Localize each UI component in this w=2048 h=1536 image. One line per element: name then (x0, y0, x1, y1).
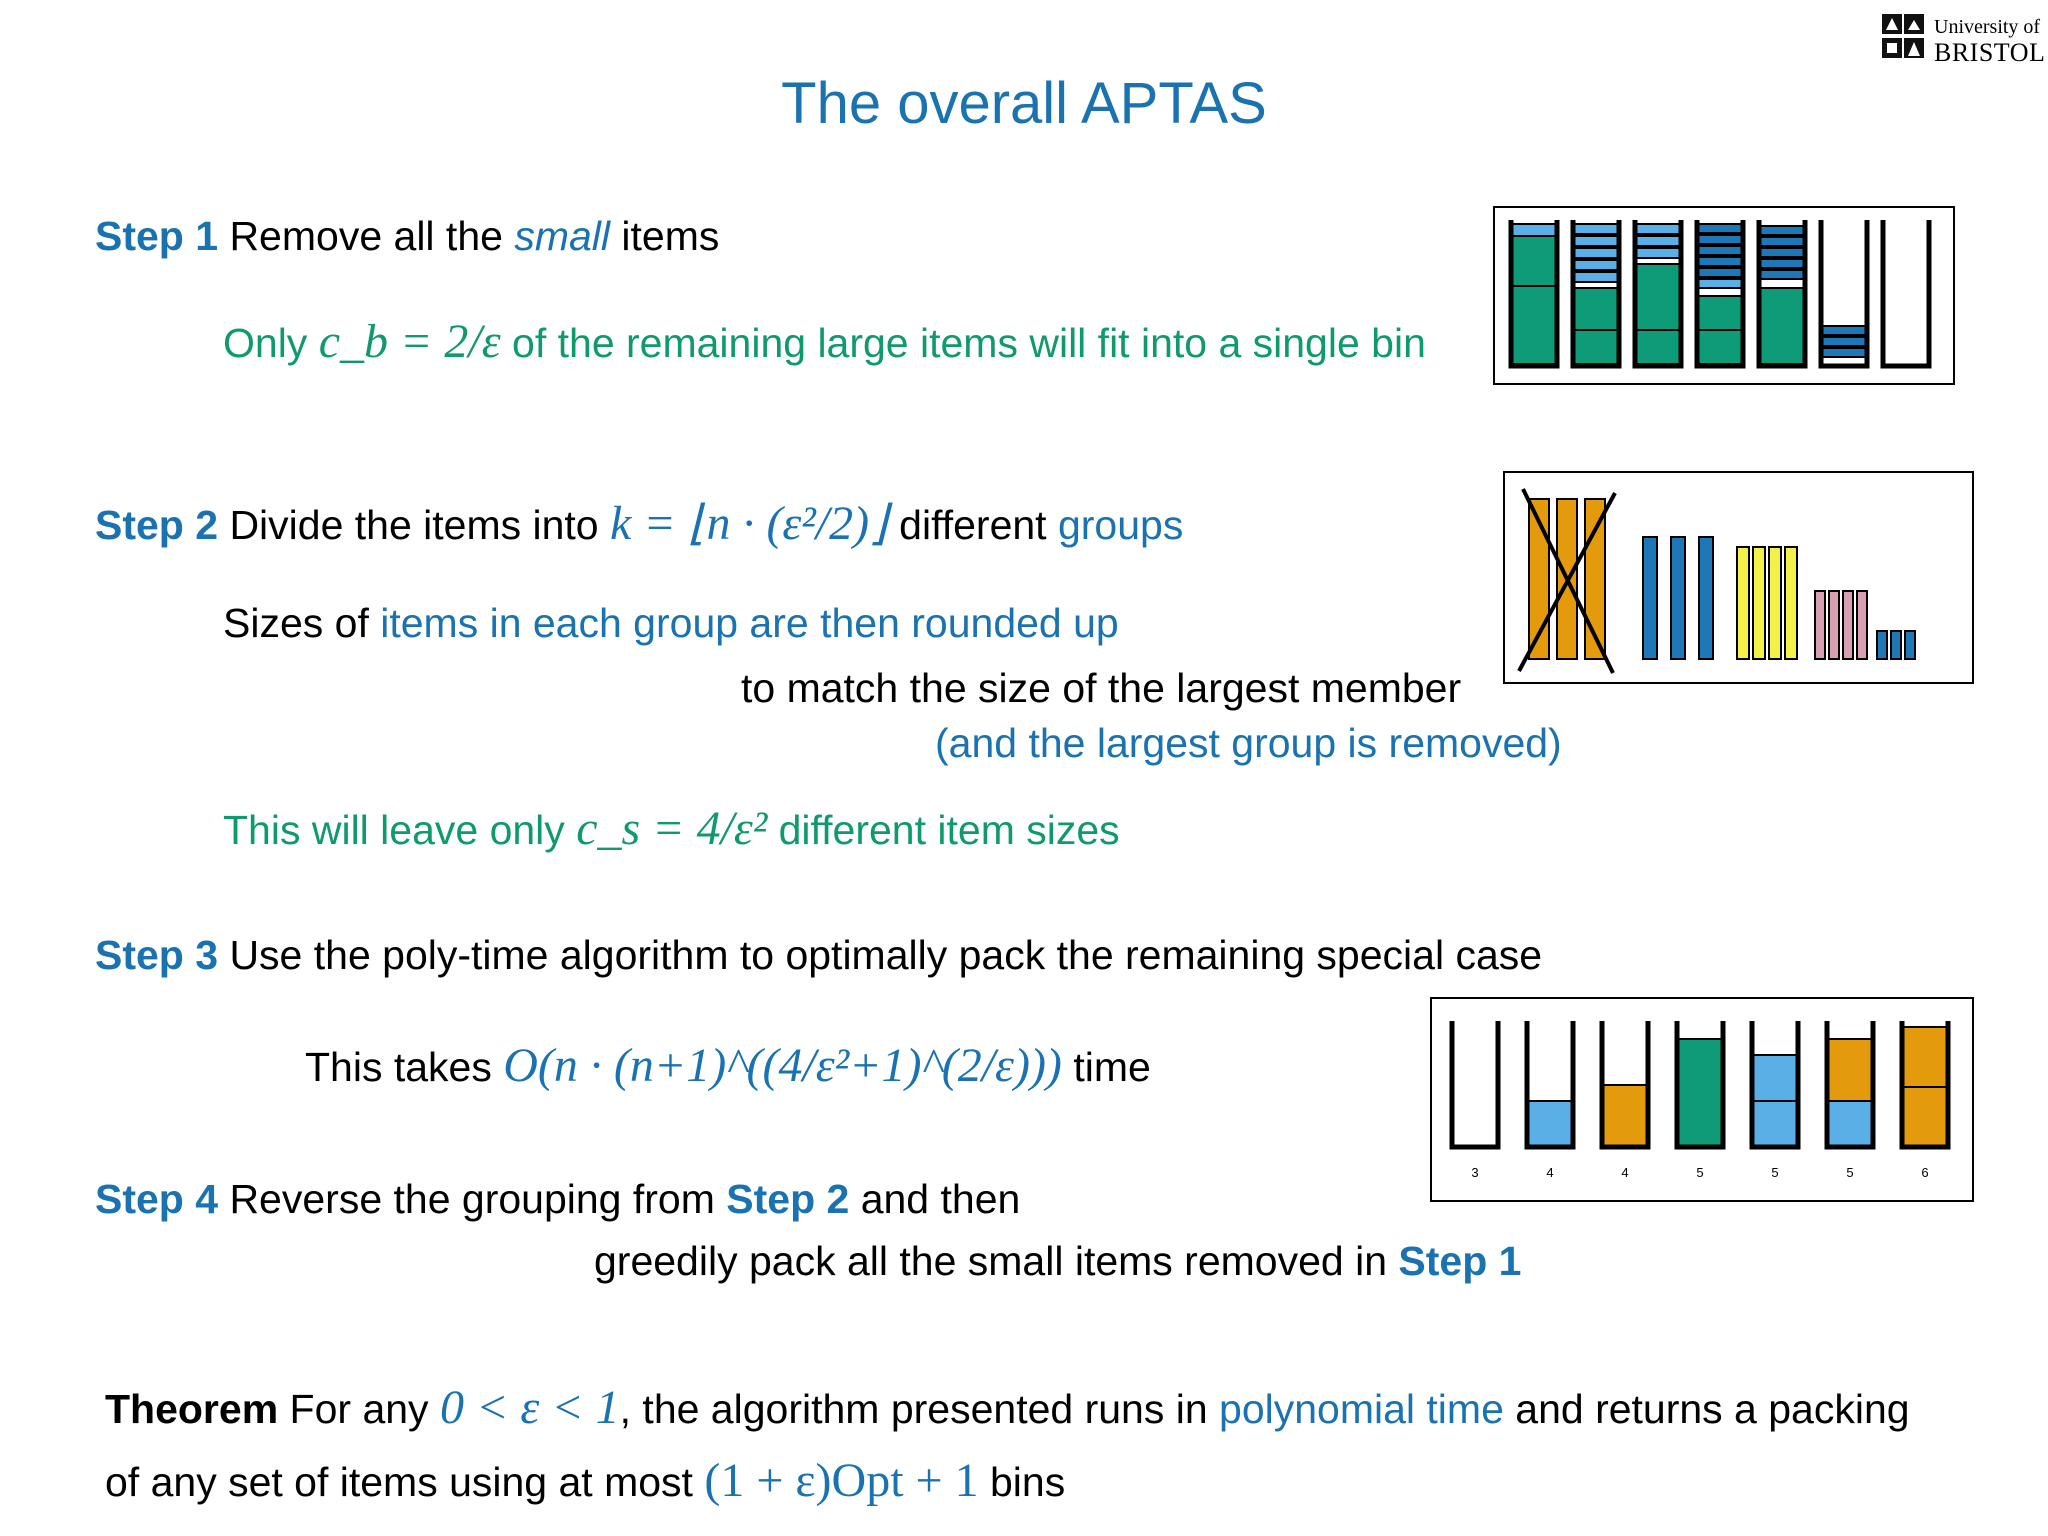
packed-bin-1 (1449, 1021, 1501, 1150)
theorem-line2: of any set of items using at most (1 + ε… (105, 1457, 1065, 1505)
step2-sizes: Sizes of items in each group are then ro… (223, 603, 1119, 644)
step2-removed: (and the largest group is removed) (935, 720, 1562, 766)
theorem-d: of any set of items using at most (105, 1459, 705, 1505)
bin-6 (1818, 220, 1870, 369)
k-formula: k = ⌊n · (ε²/2)⌋ (610, 497, 888, 550)
bin-1 (1508, 220, 1560, 369)
step1-line: Step 1 Remove all the small items (95, 216, 719, 257)
step4-text-a: Reverse the grouping from (229, 1176, 727, 1222)
bin-label-2: 4 (1546, 1165, 1553, 1180)
bin-label-5: 5 (1771, 1165, 1778, 1180)
step2-text-b: different (887, 502, 1058, 548)
university-logo: University of BRISTOL (1880, 12, 2048, 68)
bin-label-3: 4 (1621, 1165, 1628, 1180)
cs-formula: c_s = 4/ε² (576, 802, 768, 855)
step2-label: Step 2 (95, 502, 219, 548)
step1-note-b: of the remaining large items will fit in… (500, 320, 1426, 366)
step3-takes: This takes O(n · (n+1)^((4/ε²+1)^(2/ε)))… (305, 1042, 1151, 1090)
bound-formula: (1 + ε)Opt + 1 (704, 1454, 979, 1507)
sizes-b: items in each group are then rounded up (380, 600, 1119, 646)
groups-emphasis: groups (1057, 502, 1184, 548)
step4-text-b: and then (849, 1176, 1021, 1222)
bin-label-4: 5 (1696, 1165, 1703, 1180)
group-yellow (1736, 546, 1798, 660)
step2-ref: Step 2 (726, 1176, 850, 1222)
step4-line2-text: greedily pack all the small items remove… (594, 1238, 1399, 1284)
bin-label-6: 5 (1846, 1165, 1853, 1180)
step4-label: Step 4 (95, 1176, 219, 1222)
bin-7 (1880, 220, 1932, 369)
theorem-c: and returns a packing (1503, 1386, 1910, 1432)
packed-bin-6 (1824, 1021, 1876, 1150)
theorem-b: , the algorithm presented runs in (619, 1386, 1220, 1432)
theorem-e: bins (978, 1459, 1066, 1505)
step3-label: Step 3 (95, 932, 219, 978)
bin-5 (1756, 220, 1808, 369)
step2-text-a: Divide the items into (229, 502, 611, 548)
step1-ref: Step 1 (1398, 1238, 1522, 1284)
step4-line2: greedily pack all the small items remove… (594, 1241, 1521, 1282)
packed-bin-5 (1749, 1021, 1801, 1150)
leave-a: This will leave only (223, 807, 577, 853)
group-orange (1517, 488, 1617, 674)
figure-optimal-packing: 3 4 4 5 5 5 6 (1430, 997, 1974, 1202)
step1-note: Only c_b = 2/ε of the remaining large it… (223, 318, 1426, 366)
step2-leave: This will leave only c_s = 4/ε² differen… (223, 805, 1120, 853)
packed-bin-3 (1599, 1021, 1651, 1150)
group-small-blue (1876, 630, 1916, 660)
step1-label: Step 1 (95, 213, 219, 259)
logo-line2: BRISTOL (1934, 38, 2046, 67)
figure-bins-large-items (1493, 206, 1955, 385)
bin-2 (1570, 220, 1622, 369)
group-blue (1642, 536, 1714, 660)
small-emphasis: small (514, 213, 610, 259)
step3-text: Use the poly-time algorithm to optimally… (229, 932, 1543, 978)
logo-line1: University of (1934, 16, 2041, 38)
step1-text-b: items (610, 213, 720, 259)
bin-4 (1694, 220, 1746, 369)
cb-formula: c_b = 2/ε (318, 315, 501, 368)
step3-line: Step 3 Use the poly-time algorithm to op… (95, 935, 1542, 976)
polynomial-time: polynomial time (1219, 1386, 1504, 1432)
step4-line: Step 4 Reverse the grouping from Step 2 … (95, 1179, 1020, 1220)
theorem-a: For any (278, 1386, 440, 1432)
leave-b: different item sizes (767, 807, 1120, 853)
figure-item-groups (1503, 471, 1974, 684)
page-title: The overall APTAS (781, 71, 1267, 136)
step2-match: to match the size of the largest member (741, 665, 1462, 711)
packed-bin-7 (1899, 1021, 1951, 1150)
theorem-label: Theorem (105, 1386, 279, 1432)
group-pink (1814, 590, 1868, 660)
takes-b: time (1061, 1044, 1151, 1090)
bin-label-7: 6 (1921, 1165, 1928, 1180)
packed-bin-2 (1524, 1021, 1576, 1150)
step1-text-a: Remove all the (229, 213, 515, 259)
takes-a: This takes (305, 1044, 504, 1090)
theorem-line1: Theorem For any 0 < ε < 1, the algorithm… (105, 1384, 1910, 1432)
sizes-a: Sizes of (223, 600, 381, 646)
bin-label-1: 3 (1471, 1165, 1478, 1180)
step2-line: Step 2 Divide the items into k = ⌊n · (ε… (95, 500, 1183, 548)
bristol-crest-icon (1882, 14, 1924, 58)
bin-3 (1632, 220, 1684, 369)
step1-note-a: Only (223, 320, 319, 366)
complexity-formula: O(n · (n+1)^((4/ε²+1)^(2/ε))) (503, 1039, 1062, 1092)
packed-bin-4 (1674, 1021, 1726, 1150)
epsilon-condition: 0 < ε < 1 (439, 1381, 620, 1434)
